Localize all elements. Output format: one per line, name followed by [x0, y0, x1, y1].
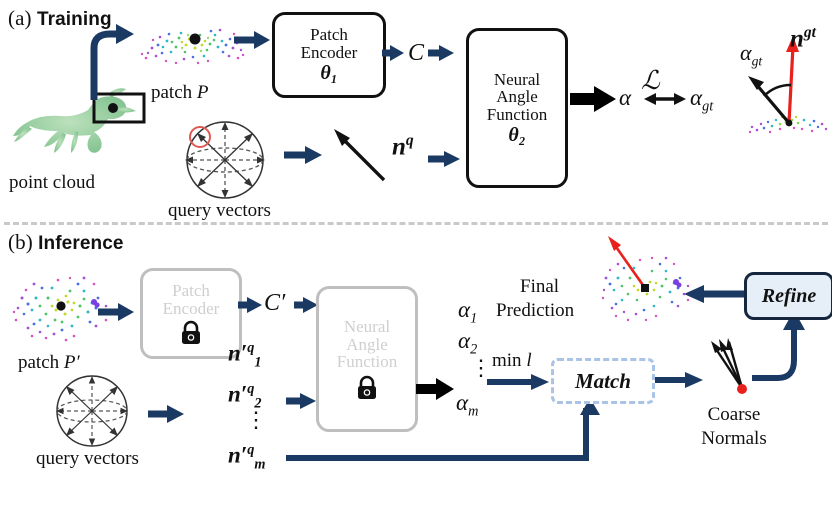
- loss-symbol: ℒ: [641, 66, 660, 95]
- naf-inference-line2: Angle: [346, 334, 388, 354]
- naf-inference-line1: Neural: [343, 316, 391, 336]
- match-box[interactable]: Match: [551, 358, 655, 404]
- section-b-title: Inference: [38, 233, 124, 254]
- lock-icon: [178, 320, 204, 345]
- arrow-minloss-to-match: [487, 372, 549, 392]
- arrow-sphere-to-nq: [284, 145, 322, 165]
- patch-p-point-cloud: [138, 14, 253, 76]
- patch-pprime-label-symbol: P′: [63, 352, 80, 373]
- final-prediction-label-line2: Prediction: [496, 300, 575, 321]
- point-cloud-dragon: [8, 84, 148, 169]
- naf-line2: Angle: [496, 87, 538, 107]
- angle-item-2: α2: [458, 328, 478, 358]
- arrow-encoder-to-code: [382, 44, 404, 62]
- query-vectors-sphere-training: [178, 118, 272, 202]
- coarse-normals-label-line2: Normals: [701, 428, 767, 449]
- patch-encoder-param: θ₁: [320, 61, 338, 84]
- alpha-pred-symbol: α: [619, 85, 632, 110]
- patch-p-label: patch P: [151, 82, 209, 104]
- arrow-patch-to-encoder: [234, 30, 270, 50]
- query-vectors-ellipsis: ⋮: [245, 407, 267, 432]
- query-vectors-label-training: query vectors: [168, 200, 271, 221]
- coarse-normals-label-line1: Coarse: [707, 404, 761, 425]
- patch-pprime-label: patch P′: [18, 352, 80, 374]
- query-vector-item-1: n′q1: [228, 340, 262, 371]
- alpha-gt-annotation: αgt: [740, 40, 763, 69]
- neural-angle-function-box-inference[interactable]: Neural Angle Function: [316, 286, 418, 432]
- final-prediction-label-line1: Final: [520, 276, 560, 297]
- code-symbol-training: C: [408, 40, 425, 66]
- min-loss-text: min: [492, 350, 522, 371]
- section-a-title: Training: [36, 9, 112, 30]
- arrow-patchprime-to-encoder: [98, 302, 134, 322]
- arrow-nq-to-naf: [428, 150, 460, 168]
- angle-item-m: αm: [456, 390, 479, 420]
- figure-canvas: (a) Training point cloud: [4, 6, 832, 473]
- patch-encoder-box-inference[interactable]: Patch Encoder: [140, 268, 242, 359]
- query-vectors-sphere-inference: [48, 372, 136, 450]
- patch-pprime-label-prefix: patch: [18, 352, 60, 373]
- patch-p-label-prefix: patch: [151, 82, 193, 103]
- patch-encoder-inference-line1: Patch: [172, 281, 210, 301]
- angle-item-1: α1: [458, 297, 478, 327]
- naf-line3: Function: [486, 104, 548, 124]
- query-vector-item-m: n′qm: [228, 442, 266, 473]
- naf-inference-line3: Function: [336, 352, 398, 372]
- refine-box[interactable]: Refine: [744, 272, 832, 320]
- ngt-illustration: [742, 28, 828, 138]
- code-symbol-inference: C′: [264, 290, 286, 316]
- query-vector-item-2: n′q2: [228, 381, 262, 412]
- arrow-naf-to-loss: [570, 84, 616, 114]
- arrow-cloud-to-patch: [72, 22, 144, 104]
- section-divider: [4, 222, 828, 225]
- final-prediction-point-cloud: [600, 232, 696, 332]
- alpha-gt-symbol: αgt: [690, 85, 714, 115]
- match-label: Match: [574, 368, 631, 393]
- arrow-coarse-to-refine: [750, 294, 822, 390]
- refine-label: Refine: [761, 284, 817, 307]
- naf-param: θ₂: [508, 123, 526, 146]
- neural-angle-function-box-training[interactable]: Neural Angle Function θ₂: [466, 28, 568, 188]
- patch-p-label-symbol: P: [196, 82, 209, 103]
- arrow-sphere-to-nqlist: [148, 404, 184, 424]
- query-vectors-label-inference: query vectors: [36, 448, 139, 469]
- section-a-header: (a) Training: [8, 6, 112, 31]
- nq-vector-arrow: [330, 126, 390, 184]
- patch-encoder-box-training[interactable]: Patch Encoder θ₁: [272, 12, 386, 98]
- arrow-nqlist-to-naf: [286, 392, 316, 410]
- patch-encoder-line1: Patch: [310, 25, 348, 45]
- lock-icon: [354, 375, 380, 400]
- nq-symbol: nq: [392, 132, 414, 161]
- naf-line1: Neural: [493, 69, 541, 89]
- patch-encoder-line2: Encoder: [300, 43, 358, 63]
- arrow-encoder-to-codeprime: [238, 296, 262, 314]
- section-b-header: (b) Inference: [8, 230, 124, 255]
- min-loss-label: min l: [492, 350, 532, 372]
- patch-encoder-inference-line2: Encoder: [162, 299, 220, 318]
- ngt-symbol: ngt: [790, 24, 816, 53]
- patch-pprime-point-cloud: [10, 262, 120, 354]
- feedback-line-nqm-to-match: [286, 408, 604, 516]
- section-b-prefix: (b): [8, 230, 33, 254]
- point-cloud-label: point cloud: [9, 172, 96, 193]
- min-loss-symbol: l: [526, 350, 532, 371]
- loss-double-arrow: [644, 90, 686, 108]
- section-a-prefix: (a): [8, 6, 32, 30]
- arrow-refine-to-final: [684, 284, 744, 304]
- arrowhead-into-match: [578, 398, 602, 416]
- arrow-codeprime-to-naf: [294, 296, 318, 314]
- arrow-naf-to-alphas: [416, 376, 454, 402]
- arrow-code-to-naf: [428, 44, 454, 62]
- coarse-normals-icon: [700, 338, 762, 400]
- arrow-match-to-coarse: [655, 370, 703, 390]
